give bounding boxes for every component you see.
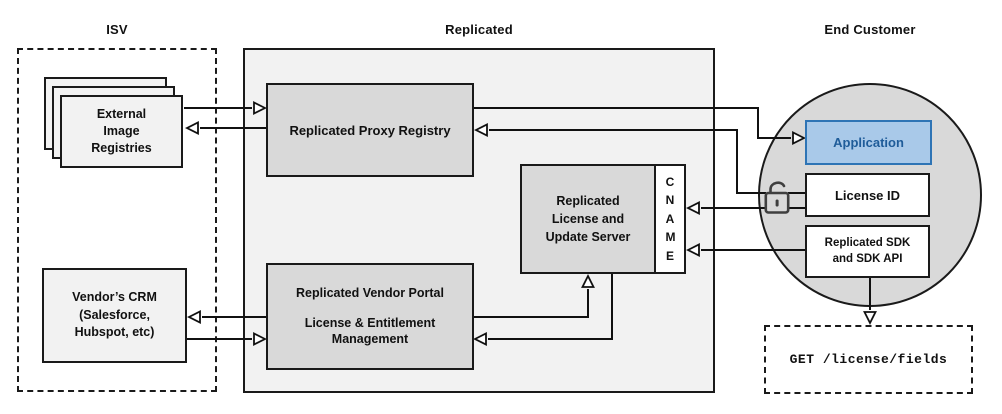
vendor-portal-subtitle: License & Entitlement Management bbox=[304, 315, 436, 347]
replicated-sdk-node: Replicated SDK and SDK API bbox=[805, 225, 930, 278]
replicated-proxy-registry-node: Replicated Proxy Registry bbox=[266, 83, 474, 177]
get-license-fields-node: GET /license/fields bbox=[764, 325, 973, 394]
replicated-proxy-registry-label: Replicated Proxy Registry bbox=[289, 122, 451, 138]
isv-section-label: ISV bbox=[106, 22, 128, 37]
replicated-vendor-portal-node: Replicated Vendor Portal License & Entit… bbox=[266, 263, 474, 370]
external-image-registries-label: External Image Registries bbox=[91, 107, 152, 155]
license-id-label: License ID bbox=[834, 187, 901, 203]
cname-label: CNAME bbox=[665, 174, 676, 263]
replicated-section-label: Replicated bbox=[445, 22, 513, 37]
replicated-license-update-server-node: Replicated License and Update Server bbox=[520, 164, 656, 274]
license-id-node: License ID bbox=[805, 173, 930, 217]
vendors-crm-label: Vendor’s CRM (Salesforce, Hubspot, etc) bbox=[72, 290, 157, 340]
external-image-registries-node: External Image Registries bbox=[60, 95, 183, 168]
end-customer-section-label: End Customer bbox=[824, 22, 916, 37]
application-node: Application bbox=[805, 120, 932, 165]
vendors-crm-node: Vendor’s CRM (Salesforce, Hubspot, etc) bbox=[42, 268, 187, 363]
vendor-portal-title: Replicated Vendor Portal bbox=[296, 285, 444, 300]
application-label: Application bbox=[833, 135, 904, 150]
license-update-server-label: Replicated License and Update Server bbox=[545, 193, 631, 245]
unlocked-padlock-icon bbox=[764, 181, 790, 214]
license-update-server-group: Replicated License and Update Server CNA… bbox=[520, 164, 686, 274]
cname-strip: CNAME bbox=[656, 164, 686, 274]
get-license-fields-label: GET /license/fields bbox=[789, 352, 948, 367]
replicated-sdk-label: Replicated SDK and SDK API bbox=[824, 236, 911, 265]
arrowhead-into-getbox bbox=[863, 311, 877, 326]
